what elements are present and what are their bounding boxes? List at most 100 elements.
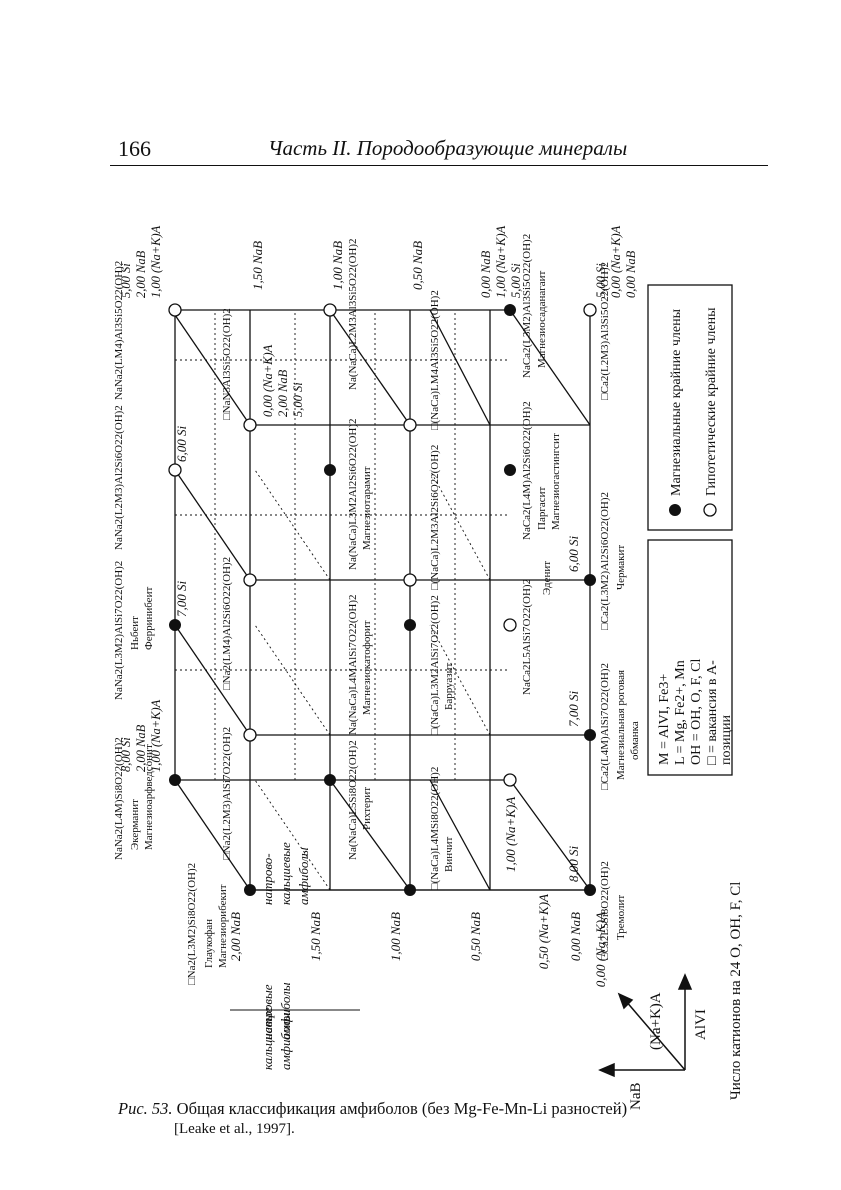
f-arfvedsonite: NaNa2(L4M)Si8O22(OH)2 xyxy=(113,737,125,860)
f-row1-c: □NaN3Al3Si5O22(OH)2 xyxy=(221,308,233,420)
tick-si-top-7: 7,00 Si xyxy=(174,581,189,618)
f-row3-c: □(NaCa)L2M3Al2Si6O22(OH)2 xyxy=(429,445,441,590)
marker-pargasite xyxy=(504,464,516,476)
marker-tschermakite xyxy=(584,574,596,586)
tick-si-6: 6,00 Si xyxy=(566,536,581,573)
tick-nka-0: 0,00 (Na+K)A xyxy=(593,912,608,987)
f-arfv-n2: Магнезиоарфведсонит xyxy=(143,744,155,850)
legend-key-4: □ = вакансия в A- xyxy=(705,660,720,765)
marker-open-9 xyxy=(503,773,517,787)
f-row4-b-n1: Паргасит xyxy=(536,487,548,530)
group-calcic-2: амфиболы xyxy=(278,1012,293,1070)
marker-nybeite xyxy=(169,619,181,631)
corner-mu-2: 2,00 NaB xyxy=(276,369,290,417)
marker-sadanagaite xyxy=(504,304,516,316)
corner-br-3: 0,00 NaB xyxy=(479,250,493,298)
marker-open-3 xyxy=(243,418,257,432)
corner-tr-3: 5,00 Si xyxy=(119,263,133,298)
marker-open-4 xyxy=(168,303,182,317)
f-row4-c: NaCa2(L3M2)Al3Si5O22(OH)2 xyxy=(521,234,533,378)
tick-si-8: 8,00 Si xyxy=(566,846,581,883)
grid-dotted-lines xyxy=(175,310,510,891)
axis-bottom-label: Число катионов на 24 O, OH, F, Cl xyxy=(728,882,744,1100)
f-row1-b: □Na2(LM4)Al2Si6O22(OH)2 xyxy=(221,557,233,690)
group-sc-2: кальциевые xyxy=(278,842,293,905)
axis-arrows xyxy=(598,973,693,1078)
f-row2-c-name: Магнезиотарамит xyxy=(361,466,373,550)
corner-tl-3: 8,00 Si xyxy=(119,737,133,772)
f-row3-a-name: Винчит xyxy=(443,836,455,872)
corner-tl-2: 2,00 NaB xyxy=(134,724,148,772)
marker-open-2 xyxy=(243,573,257,587)
f-row2-d: Na(NaCa)L2M3Al3Si5O22(OH)2 xyxy=(347,238,359,390)
group-labels: натровые амфиболы натрово- кальциевые ам… xyxy=(230,842,360,1070)
open-markers xyxy=(168,303,597,787)
legend-open-marker xyxy=(703,503,717,517)
running-title: Часть II. Породообразующие минералы xyxy=(268,136,628,160)
marker-winchite xyxy=(404,884,416,896)
diagram-rotated: 2,00 NaB 1,50 NaB 1,00 NaB 0,50 NaB 0,00… xyxy=(113,225,744,1110)
corner-tr-2: 2,00 NaB xyxy=(134,250,148,298)
f-row4-c-name: Магнезиосаданагаит xyxy=(536,270,548,368)
tick-nab-15: 1,50 NaB xyxy=(308,912,323,961)
axis-nab-head xyxy=(598,1062,615,1078)
f-arfv-n1: Экерманит xyxy=(129,799,141,850)
tick-nab-05: 0,50 NaB xyxy=(468,912,483,961)
axis-alvi-head xyxy=(677,973,693,990)
f-bottom-a: □Ca2L5Si8O22(OH)2 xyxy=(599,861,611,960)
header-rule xyxy=(110,165,768,167)
right-label-05: 0,50 NaB xyxy=(410,241,425,290)
f-bottom-a-name: Тремолит xyxy=(615,895,627,940)
tick-nka-05: 0,50 (Na+K)A xyxy=(536,894,551,969)
legend-filled-marker xyxy=(669,504,681,516)
f-glaucophane: □Na2(L3M2)Si8O22(OH)2 xyxy=(186,863,198,985)
legend-symbols-box: Магнезиальные крайние члены Гипотетическ… xyxy=(647,284,733,531)
marker-open-5 xyxy=(168,463,182,477)
f-row2-b: Na(NaCa)L4MAlSi7O22(OH)2 xyxy=(347,594,359,735)
right-labels: 1,50 NaB 1,00 NaB 0,50 NaB xyxy=(250,241,425,290)
group-sc-3: амфиболы xyxy=(296,847,311,905)
legend-key-1: M = AlVI, Fe3+ xyxy=(657,674,672,765)
f-nybeite-n2: Ферринибеит xyxy=(143,587,155,650)
tick-si-7: 7,00 Si xyxy=(566,691,581,728)
caption-text: Общая классификация амфиболов (без Mg-Fe… xyxy=(176,1099,628,1118)
corner-brl-2: 0,00 (Na+K)A xyxy=(609,225,623,298)
f-glaucophane-n2: Магнезиорибекит xyxy=(217,884,229,968)
f-bottom-b: □Ca2(L4M)AlSi7O22(OH)2 xyxy=(599,663,611,790)
f-row2-b-name: Магнезиокатофорит xyxy=(361,620,373,715)
f-row1-a: □Na2(L2M3)AlSi7O22(OH)2 xyxy=(221,727,233,860)
grid-lines xyxy=(174,309,591,891)
group-calcic-1: кальциевые xyxy=(260,1007,275,1070)
group-sodic-2: амфиболы xyxy=(278,982,293,1040)
marker-hornblende xyxy=(584,729,596,741)
f-row2-a-name: Рихтерит xyxy=(361,787,373,830)
axis-nab-label: NaB xyxy=(628,1083,644,1111)
axis-alvi-label: AlVI xyxy=(693,1009,709,1040)
nab-ticks: 2,00 NaB 1,50 NaB 1,00 NaB 0,50 NaB 0,00… xyxy=(228,797,608,987)
f-top-mid: NaNa2(L2M3)Al2Si6O22(OH)2 xyxy=(113,405,125,550)
f-row3-a: □(NaCa)L4MSi8O22(OH)2 xyxy=(429,767,441,890)
marker-barroisite xyxy=(404,619,416,631)
f-top-right: NaNa2(LM4)Al3Si5O22(OH)2 xyxy=(113,261,125,400)
tick-nab-2: 2,00 NaB xyxy=(228,912,243,961)
marker-open-10 xyxy=(503,618,517,632)
tick-si-top-6: 6,00 Si xyxy=(174,426,189,463)
si-ticks: 8,00 Si 7,00 Si 6,00 Si 7,00 Si 6,00 Si xyxy=(174,426,581,883)
f-row3-b: □(NaCa)L3M2AlSi7O22(OH)2 xyxy=(429,595,441,735)
marker-tremolite xyxy=(584,884,596,896)
figure-caption: Рис. 53. Общая классификация амфиболов (… xyxy=(118,1098,783,1140)
filled-markers xyxy=(169,304,596,896)
marker-taramite xyxy=(324,464,336,476)
corner-mu-1: 0,00 (Na+K)A xyxy=(261,344,275,417)
f-row4-a-name: Эденит xyxy=(541,561,553,595)
f-bottom-b-n1: Магнезиальная роговая xyxy=(615,670,627,780)
corner-br-1: 5,00 Si xyxy=(509,263,523,298)
axis-nka-arrow xyxy=(624,999,686,1071)
f-row3-d: □(NaCa)LM4Al3Si5O22(OH)2 xyxy=(429,290,441,430)
corner-br-2: 1,00 (Na+K)A xyxy=(494,225,508,298)
legend-key-3: OH = OH, O, F, Cl xyxy=(689,659,704,765)
axis-nka-label: (Na+K)A xyxy=(648,992,664,1050)
marker-richterite xyxy=(324,774,336,786)
corner-brl-3: 0,00 NaB xyxy=(624,250,638,298)
